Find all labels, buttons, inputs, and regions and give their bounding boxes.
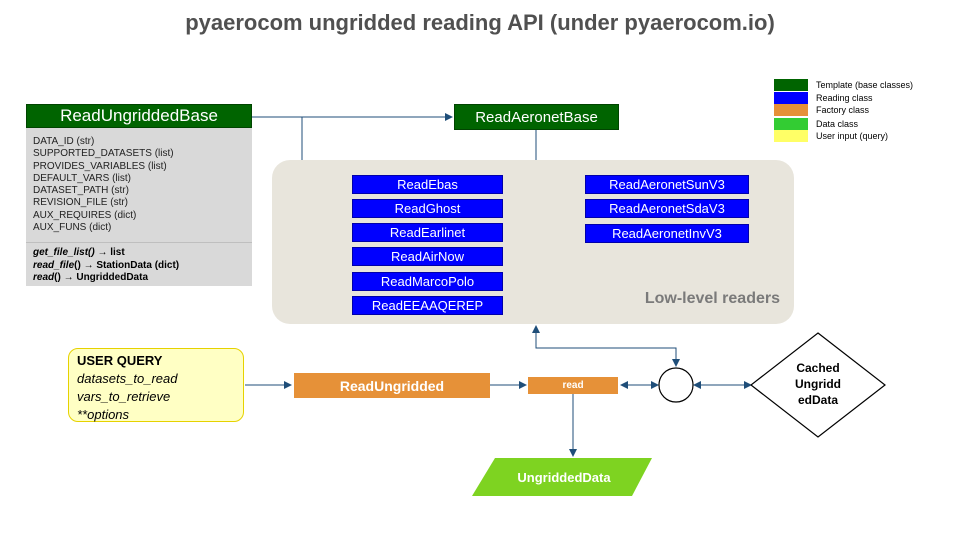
reader-box-readmarcopolo[interactable]: ReadMarcoPolo: [352, 272, 503, 291]
method-name: get_file_list(): [33, 247, 95, 258]
class-attribute: DATASET_PATH (str): [33, 185, 129, 197]
reader-box-aeronet-sun[interactable]: ReadAeronetSunV3: [585, 175, 749, 194]
read-ungridded-base-header[interactable]: ReadUngriddedBase: [26, 104, 252, 128]
read-method-box[interactable]: read: [528, 377, 618, 394]
reader-box-readairnow[interactable]: ReadAirNow: [352, 247, 503, 266]
legend-swatch-user-input: [774, 130, 808, 142]
class-method: get_file_list() → list: [33, 247, 244, 260]
reader-box-aeronet-sda[interactable]: ReadAeronetSdaV3: [585, 199, 749, 218]
method-signature: () → UngriddedData: [54, 272, 149, 283]
class-attribute: PROVIDES_VARIABLES (list): [33, 160, 167, 172]
class-attribute: AUX_REQUIRES (dict): [33, 209, 137, 221]
user-query-param: **options: [77, 407, 130, 422]
legend-item-reading: Reading class: [774, 92, 873, 104]
ungridded-data-shape: [472, 458, 652, 496]
legend-item-factory: Factory class: [774, 104, 869, 116]
diagram-title: pyaerocom ungridded reading API (under p…: [185, 10, 775, 35]
cached-label-line: Cached: [796, 361, 840, 375]
cached-diamond-shape: [750, 332, 886, 438]
legend-swatch-factory: [774, 104, 808, 116]
user-query-param: vars_to_retrieve: [77, 389, 171, 404]
user-query-param: datasets_to_read: [77, 371, 178, 386]
reader-box-readeeaaqerep[interactable]: ReadEEAAQEREP: [352, 296, 503, 315]
user-query-title: USER QUERY: [77, 353, 163, 368]
method-signature: → list: [94, 247, 125, 258]
cached-label-line: edData: [797, 393, 838, 407]
reader-box-aeronet-inv[interactable]: ReadAeronetInvV3: [585, 224, 749, 243]
legend-label: User input (query): [816, 131, 889, 141]
legend-label: Template (base classes): [816, 80, 914, 90]
user-query-box[interactable]: USER QUERY datasets_to_read vars_to_retr…: [68, 348, 244, 422]
legend-item-data: Data class: [774, 118, 858, 130]
read-aeronet-base-box[interactable]: ReadAeronetBase: [454, 104, 619, 130]
class-attribute: DEFAULT_VARS (list): [33, 172, 131, 184]
cached-label-line: Ungridd: [795, 377, 841, 391]
read-ungridded-base-methods: get_file_list() → list read_file() → Sta…: [26, 242, 252, 286]
circle-to-readers-line: [535, 326, 677, 366]
class-attribute: AUX_FUNS (dict): [33, 222, 112, 234]
class-attribute: REVISION_FILE (str): [33, 197, 129, 209]
legend-swatch-template: [774, 79, 808, 91]
class-method: read() → UngriddedData: [33, 272, 244, 285]
ungridded-data-label[interactable]: UngriddedData: [517, 469, 611, 485]
low-level-readers-label: Low-level readers: [644, 290, 780, 307]
legend-item-template: Template (base classes): [774, 79, 913, 91]
legend-label: Data class: [816, 119, 859, 129]
read-ungridded-factory-box[interactable]: ReadUngridded: [294, 373, 490, 398]
method-signature: () → StationData (dict): [74, 259, 180, 271]
reader-box-readebas[interactable]: ReadEbas: [352, 175, 503, 194]
legend-label: Factory class: [816, 105, 870, 115]
reader-box-readghost[interactable]: ReadGhost: [352, 199, 503, 218]
legend-label: Reading class: [816, 93, 873, 103]
legend-swatch-reading: [774, 92, 808, 104]
class-attribute: SUPPORTED_DATASETS (list): [33, 148, 174, 160]
reader-box-readearlinet[interactable]: ReadEarlinet: [352, 223, 503, 242]
cached-ungridded-data-label: Cached Ungridd edData: [775, 360, 861, 408]
method-name: read_file: [33, 259, 75, 271]
legend-item-user-input: User input (query): [774, 130, 888, 142]
class-method: read_file() → StationData (dict): [33, 260, 244, 273]
class-attribute: DATA_ID (str): [33, 136, 95, 147]
method-name: read: [33, 272, 55, 283]
read-ungridded-base-attributes: DATA_ID (str) SUPPORTED_DATASETS (list) …: [26, 128, 252, 242]
legend-swatch-data: [774, 118, 808, 130]
cache-hub-circle: [658, 367, 694, 403]
